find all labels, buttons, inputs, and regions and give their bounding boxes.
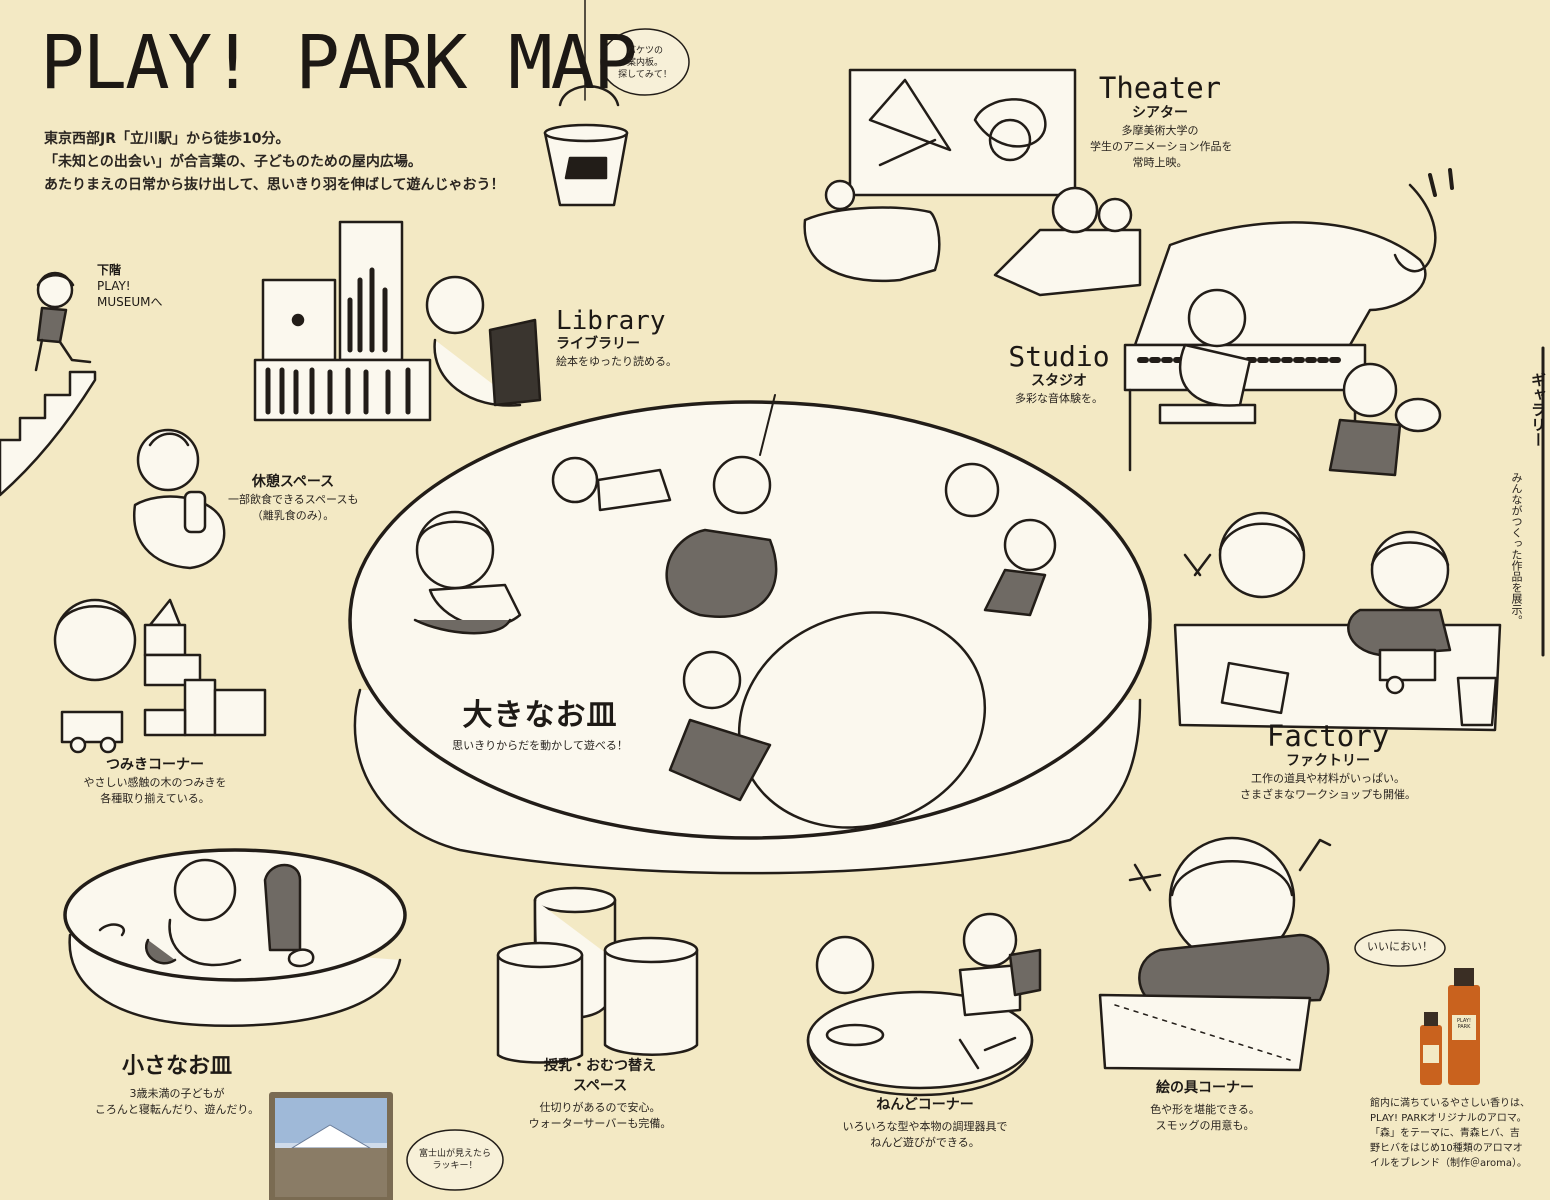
- gallery-desc: みんながつくった作品を展示。: [1510, 472, 1523, 626]
- nursing-illustration: [496, 886, 699, 1064]
- small-plate-desc: ころんと寝転んだり、遊んだり。: [94, 1103, 260, 1116]
- aroma-desc-line: PLAY! PARKオリジナルのアロマ。: [1370, 1113, 1527, 1124]
- aroma-bottle-label: PLAY! PARK: [1456, 1018, 1471, 1030]
- area-studio[interactable]: Studio スタジオ 多彩な音体験を。: [1000, 343, 1118, 407]
- area-nursing-space[interactable]: 授乳・おむつ替え スペース 仕切りがあるので安心。 ウォーターサーバーも完備。: [515, 1056, 685, 1132]
- rest-desc: 一部飲食できるスペースも: [228, 493, 359, 506]
- theater-desc: 常時上映。: [1132, 156, 1188, 169]
- theater-illustration: [803, 68, 1142, 297]
- area-big-plate[interactable]: 大きなお皿 思いきりからだを動かして遊べる！: [440, 690, 640, 754]
- studio-title-jp: スタジオ: [1031, 373, 1087, 389]
- downstairs-title: 下階: [97, 263, 122, 277]
- aroma-desc-line: 「森」をテーマに、青森ヒバ、吉: [1370, 1128, 1520, 1139]
- factory-illustration: [1173, 511, 1502, 732]
- rest-title: 休憩スペース: [251, 474, 335, 490]
- intro-line: 東京西部JR「立川駅」から徒歩10分。: [44, 131, 290, 147]
- theater-desc: 多摩美術大学の: [1121, 124, 1199, 137]
- library-illustration: [253, 220, 542, 422]
- blocks-desc: 各種取り揃えている。: [100, 792, 210, 805]
- nursing-desc: ウォーターサーバーも完備。: [528, 1117, 672, 1130]
- clay-illustration: [806, 912, 1042, 1097]
- area-small-plate[interactable]: 小さなお皿 3歳未満の子どもが ころんと寝転んだり、遊んだり。: [82, 1048, 272, 1118]
- intro-line: 「未知との出会い」が合言葉の、子どものための屋内広場。: [44, 154, 422, 170]
- bubble-line: 探してみて！: [618, 70, 672, 80]
- studio-title-en: Studio: [1008, 340, 1110, 373]
- nursing-desc: 仕切りがあるので安心。: [539, 1101, 661, 1114]
- gallery-title: ギャラリー: [1529, 372, 1547, 447]
- blocks-title: つみきコーナー: [106, 757, 204, 773]
- aroma-desc-line: 野ヒバをはじめ10種類のアロマオ: [1370, 1143, 1523, 1154]
- factory-title-jp: ファクトリー: [1286, 753, 1370, 769]
- blocks-desc: やさしい感触の木のつみきを: [83, 776, 227, 789]
- factory-desc: 工作の道具や材料がいっぱい。: [1251, 772, 1405, 785]
- theater-desc: 学生のアニメーション作品を: [1090, 140, 1233, 153]
- paint-illustration: [1098, 836, 1332, 1072]
- aroma-illustration: [1354, 929, 1480, 1085]
- library-title-en: Library: [556, 306, 666, 336]
- paint-title: 絵の具コーナー: [1156, 1080, 1254, 1096]
- area-blocks-corner[interactable]: つみきコーナー やさしい感触の木のつみきを 各種取り揃えている。: [70, 755, 240, 807]
- area-theater[interactable]: Theater シアター 多摩美術大学の 学生のアニメーション作品を 常時上映。: [1090, 71, 1233, 171]
- area-rest-space[interactable]: 休憩スペース 一部飲食できるスペースも （離乳食のみ）。: [228, 472, 358, 524]
- downstairs-label[interactable]: 下階 PLAY! MUSEUMへ: [97, 262, 162, 310]
- nursing-title: 授乳・おむつ替え: [544, 1058, 656, 1074]
- area-library[interactable]: Library ライブラリー 絵本をゆったり読める。: [556, 308, 677, 370]
- paint-desc: スモッグの用意も。: [1155, 1119, 1255, 1132]
- bubble-line: 案内板。: [626, 58, 663, 68]
- area-factory[interactable]: Factory ファクトリー 工作の道具や材料がいっぱい。 さまざまなワークショ…: [1228, 722, 1428, 803]
- small-plate-illustration: [63, 848, 407, 1027]
- theater-title-jp: シアター: [1132, 105, 1188, 121]
- map-title: PLAY! PARK MAP: [40, 20, 638, 106]
- area-clay-corner[interactable]: ねんどコーナー いろいろな型や本物の調理器具で ねんど遊びができる。: [830, 1095, 1020, 1151]
- bucket-bubble: バケツの 案内板。 探してみて！: [616, 45, 674, 81]
- rest-desc: （離乳食のみ）。: [251, 509, 335, 522]
- big-plate-desc: 思いきりからだを動かして遊べる！: [452, 739, 628, 752]
- aroma-desc-line: イルをブレンド（制作＠aroma）。: [1370, 1158, 1528, 1169]
- clay-title: ねんどコーナー: [876, 1097, 974, 1113]
- library-desc: 絵本をゆったり読める。: [556, 355, 677, 368]
- small-plate-desc: 3歳未満の子どもが: [129, 1087, 225, 1100]
- intro-line: あたりまえの日常から抜け出して、思いきり羽を伸ばして遊んじゃおう！: [44, 177, 505, 193]
- blocks-illustration: [53, 598, 267, 754]
- fuji-bubble: 富士山が見えたら ラッキー！: [414, 1148, 496, 1172]
- aroma-desc: 館内に満ちているやさしい香りは、 PLAY! PARKオリジナルのアロマ。 「森…: [1370, 1096, 1530, 1171]
- small-plate-title: 小さなお皿: [121, 1054, 232, 1079]
- bubble-line: 富士山が見えたら: [418, 1149, 491, 1159]
- downstairs-line: PLAY!: [97, 279, 131, 293]
- clay-desc: いろいろな型や本物の調理器具で: [842, 1120, 1008, 1133]
- clay-desc: ねんど遊びができる。: [870, 1136, 980, 1149]
- factory-desc: さまざまなワークショップも開催。: [1240, 788, 1416, 801]
- bubble-line: ラッキー！: [432, 1161, 478, 1171]
- fuji-photo: [269, 1092, 504, 1200]
- bucket-illustration: [543, 0, 690, 207]
- intro-text: 東京西部JR「立川駅」から徒歩10分。 「未知との出会い」が合言葉の、子どものた…: [44, 128, 504, 197]
- aroma-bubble: いいにおい！: [1367, 940, 1433, 953]
- downstairs-line: MUSEUMへ: [97, 295, 163, 309]
- studio-desc: 多彩な音体験を。: [1015, 392, 1103, 405]
- area-paint-corner[interactable]: 絵の具コーナー 色や形を堪能できる。 スモッグの用意も。: [1130, 1078, 1280, 1134]
- big-plate-illustration: [348, 394, 1152, 875]
- factory-title-en: Factory: [1266, 719, 1390, 753]
- aroma-desc-line: 館内に満ちているやさしい香りは、: [1370, 1098, 1530, 1109]
- area-gallery[interactable]: ギャラリー みんながつくった作品を展示。: [1508, 372, 1548, 626]
- rest-space-illustration: [133, 428, 226, 570]
- big-plate-title: 大きなお皿: [462, 698, 618, 733]
- studio-illustration: [1123, 168, 1454, 477]
- library-title-jp: ライブラリー: [556, 336, 640, 352]
- stairs-illustration: [0, 271, 97, 497]
- paint-desc: 色や形を堪能できる。: [1150, 1103, 1260, 1116]
- bubble-line: バケツの: [626, 46, 663, 56]
- theater-title-en: Theater: [1098, 71, 1222, 105]
- nursing-title: スペース: [572, 1078, 628, 1094]
